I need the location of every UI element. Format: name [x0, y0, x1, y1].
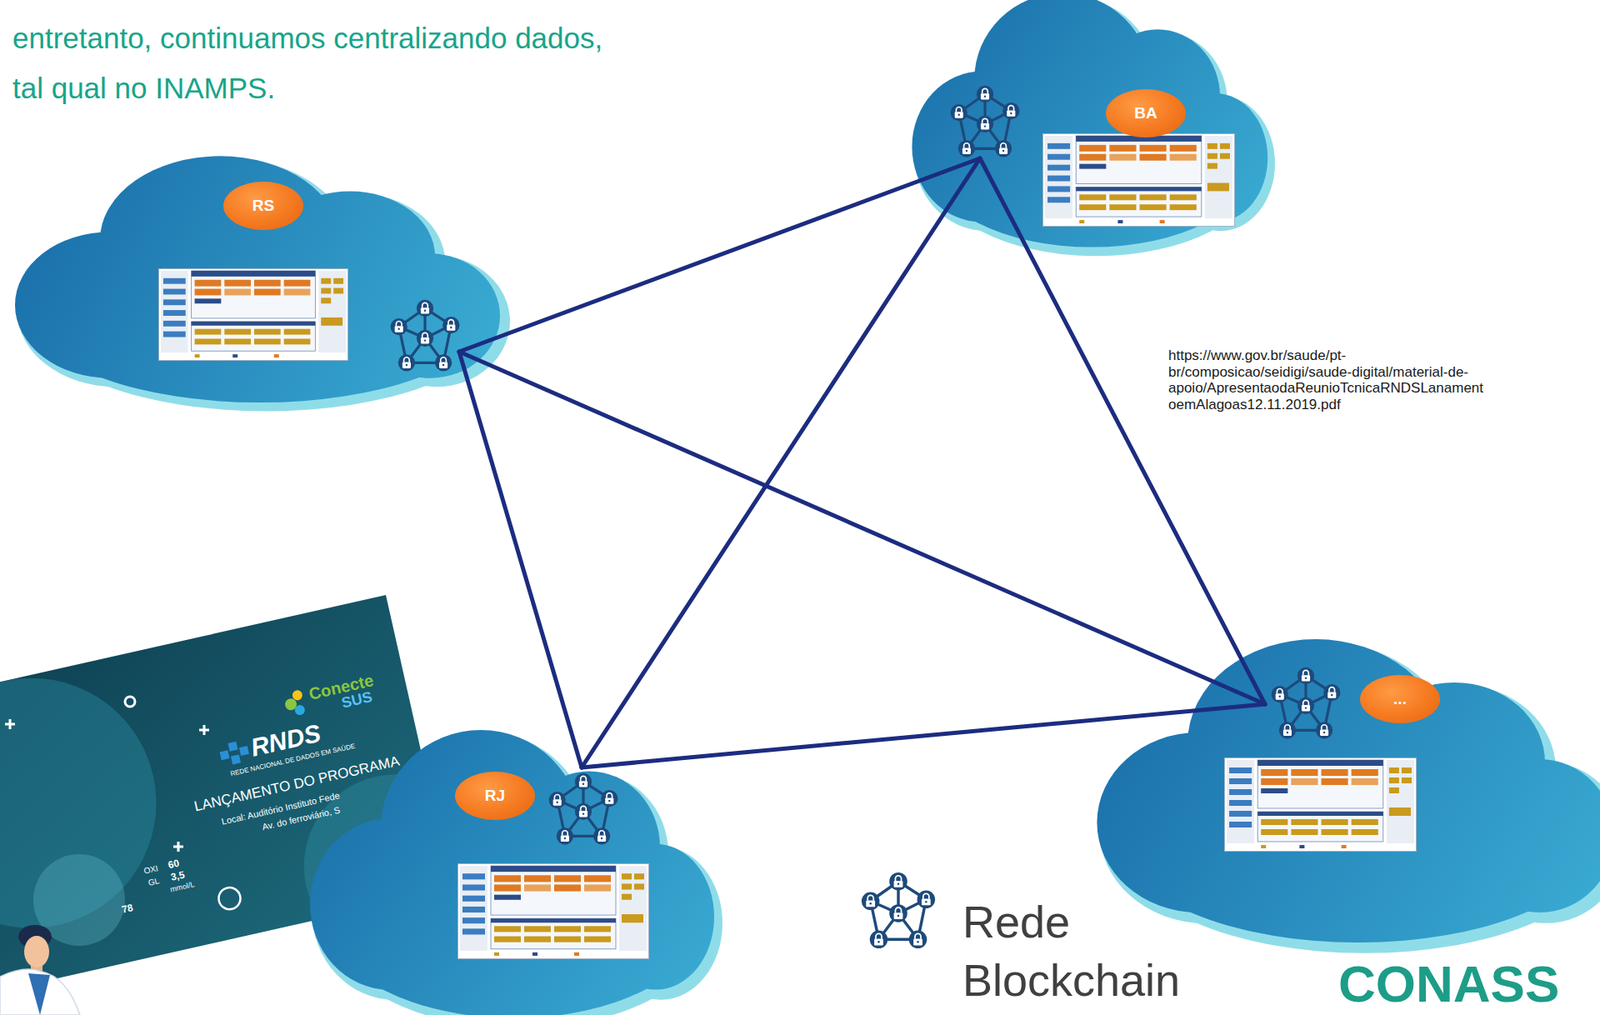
blockchain-icon — [946, 84, 1024, 161]
legend-label: Rede Blockchain — [962, 892, 1213, 1010]
edge-anchor — [580, 765, 584, 770]
cloud-shape — [1091, 622, 1600, 956]
source-url: https://www.gov.br/saude/pt- br/composic… — [1168, 347, 1527, 413]
conecte-logo-mark — [282, 689, 307, 718]
card-decor — [0, 595, 453, 1007]
logo-text: CONASS — [1338, 958, 1560, 1010]
stethoscope-icon — [216, 885, 243, 912]
edge-anchor — [1263, 702, 1267, 706]
edge-anchor — [978, 156, 982, 160]
network-link — [581, 158, 980, 768]
blockchain-icon — [545, 771, 622, 849]
cloud-node: RS — [10, 142, 510, 414]
vital-value: 78 — [120, 901, 135, 916]
state-code: ... — [1393, 690, 1407, 710]
title-slot: entretanto, continuamos centralizando da… — [12, 13, 621, 114]
network-link — [459, 351, 582, 768]
dashboard-screenshot — [158, 268, 348, 360]
state-badge: RS — [223, 181, 304, 230]
cloud-shape — [305, 714, 723, 1015]
label-slot: 78 — [120, 901, 135, 916]
cloud-node: BA — [908, 0, 1275, 259]
label-slot: CONASS — [1338, 958, 1560, 1010]
blockchain-icon — [1267, 665, 1345, 743]
network-link — [459, 158, 980, 352]
rnds-logo-mark — [218, 739, 251, 767]
state-badge: RJ — [455, 771, 535, 820]
doctor-figure — [0, 854, 125, 1015]
dashboard-screenshot — [458, 864, 650, 960]
cloud-node: RJ — [305, 714, 723, 1015]
cloud-node: ... — [1091, 622, 1600, 956]
blockchain-icon — [386, 298, 464, 375]
slide-title: entretanto, continuamos centralizando da… — [12, 13, 621, 114]
state-badge: BA — [1105, 89, 1186, 138]
cloud-body — [310, 730, 715, 1015]
state-code: RJ — [485, 786, 505, 806]
cloud-body — [15, 155, 500, 403]
decor-circle — [0, 653, 181, 953]
state-code: RS — [252, 196, 275, 216]
legend-symbol — [857, 870, 940, 953]
network-link — [459, 351, 1265, 705]
cloud-body — [911, 0, 1268, 248]
state-code: BA — [1134, 104, 1157, 124]
edge-anchor — [457, 350, 461, 354]
dashboard-screenshot — [1225, 758, 1417, 852]
cloud-body — [1096, 639, 1600, 943]
legend-label-slot: Rede Blockchain — [962, 892, 1213, 1010]
decor-marks — [5, 696, 210, 852]
state-badge: ... — [1360, 675, 1440, 724]
dashboard-screenshot — [1043, 133, 1235, 226]
label-slot: https://www.gov.br/saude/pt- br/composic… — [1168, 347, 1527, 413]
